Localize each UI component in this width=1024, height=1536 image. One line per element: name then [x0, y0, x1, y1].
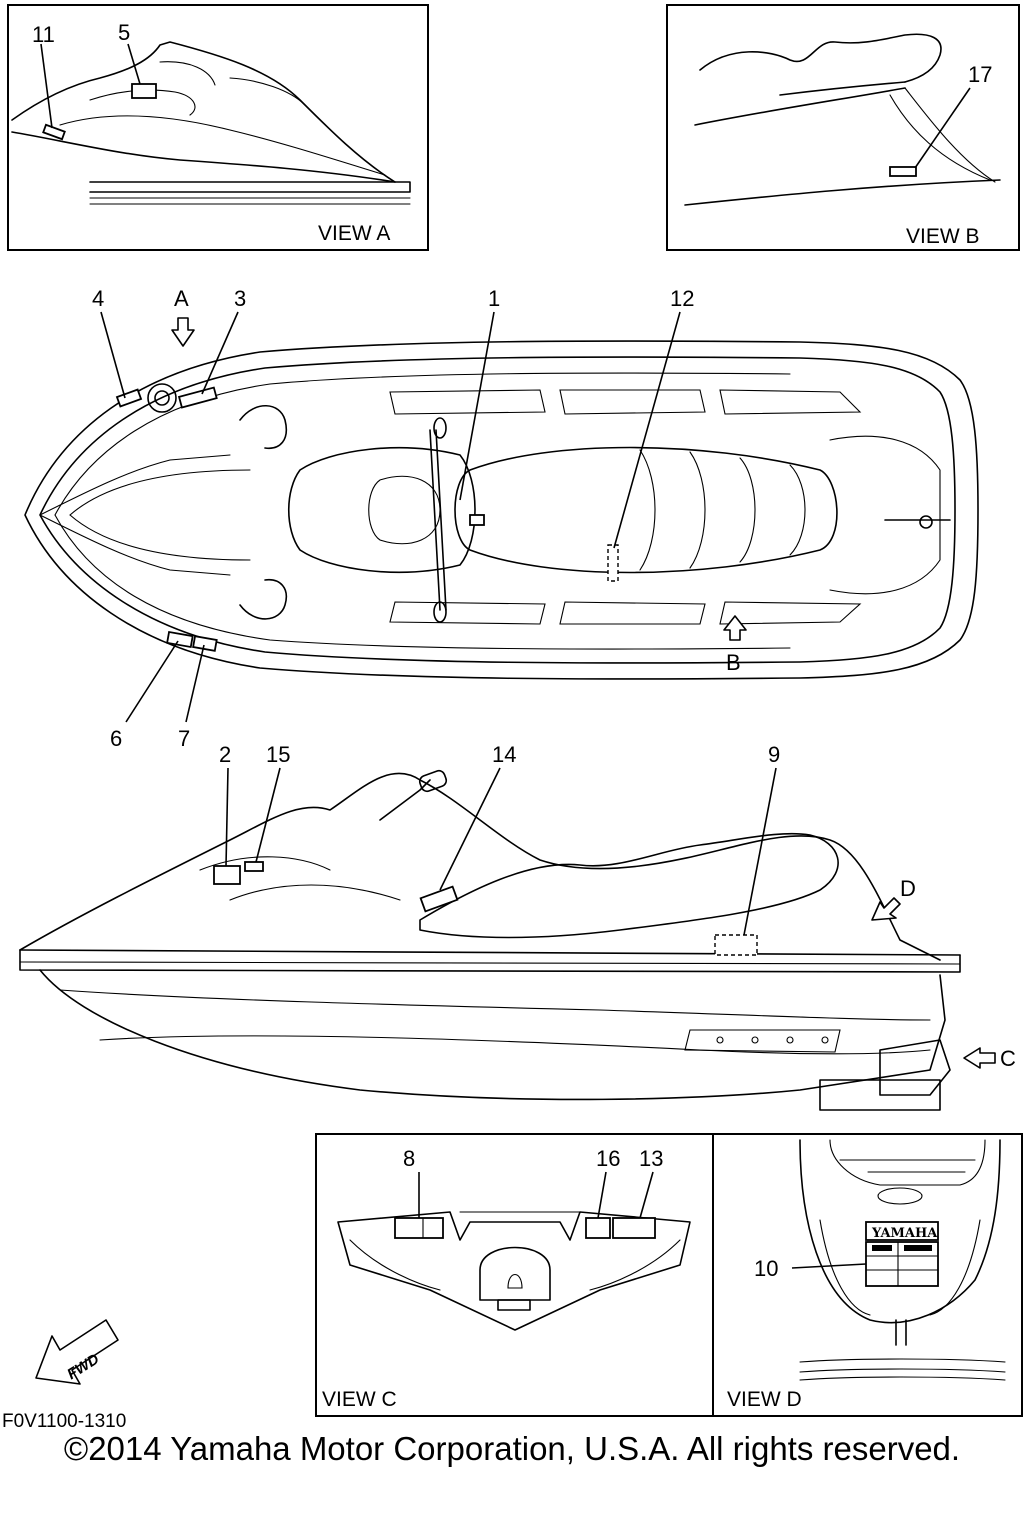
callout-13: 13: [639, 1146, 663, 1171]
view-d-panel: YAMAHA 10 VIEW D: [727, 1139, 1006, 1411]
brand-mark: YAMAHA: [871, 1226, 938, 1241]
label-4-marker: [115, 388, 143, 408]
view-cd-frame: [315, 1133, 1023, 1417]
view-arrow-b-label: B: [726, 650, 741, 675]
label-6-marker: [166, 630, 194, 649]
fwd-direction-icon: FWD: [35, 1319, 119, 1385]
label-12-marker: [607, 544, 619, 582]
callout-8: 8: [403, 1146, 415, 1171]
label-17-marker: [889, 166, 917, 177]
label-8-marker: [394, 1217, 444, 1239]
label-15-marker: [244, 861, 264, 872]
callout-7: 7: [178, 726, 190, 751]
copyright-notice: ©2014 Yamaha Motor Corporation, U.S.A. A…: [63, 1430, 961, 1467]
label-5-marker: [131, 83, 157, 99]
label-14-marker: [419, 885, 459, 913]
view-b-panel: 17 VIEW B: [666, 4, 1020, 251]
view-c-panel: 8 16 13 VIEW C: [315, 1133, 1023, 1417]
callout-14: 14: [492, 742, 516, 767]
view-a-panel: 11 5 VIEW A: [7, 4, 429, 251]
view-b-title: VIEW B: [906, 225, 980, 248]
callout-10: 10: [754, 1256, 778, 1281]
brand-mark-box: [865, 1221, 939, 1241]
view-arrow-a-label: A: [174, 286, 189, 311]
view-arrow-d-label: D: [900, 876, 916, 901]
view-arrow-d-icon: [871, 897, 901, 921]
top-view: 4 3 1 12 6 7 A B: [24, 286, 979, 751]
callout-9: 9: [768, 742, 780, 767]
view-arrow-b-icon: [723, 615, 747, 641]
view-arrow-c-label: C: [1000, 1046, 1016, 1071]
view-d-title: VIEW D: [727, 1388, 802, 1411]
view-arrow-a-icon: [171, 317, 195, 347]
callout-12: 12: [670, 286, 694, 311]
view-b-frame: [666, 4, 1020, 251]
label-2-marker: [213, 865, 241, 885]
callout-16: 16: [596, 1146, 620, 1171]
callout-11: 11: [32, 22, 55, 47]
drawing-code: F0V1100-1310: [2, 1411, 126, 1432]
side-view: 2 15 14 9 D C: [19, 742, 1016, 1111]
label-3-marker: [177, 386, 218, 409]
callout-6: 6: [110, 726, 122, 751]
label-16-marker: [585, 1217, 611, 1239]
label-11-marker: [42, 123, 66, 141]
view-a-title: VIEW A: [318, 222, 390, 245]
callout-1: 1: [488, 286, 500, 311]
callout-17: 17: [968, 62, 992, 87]
label-1-marker: [469, 514, 485, 526]
label-13-marker: [612, 1217, 656, 1239]
callout-4: 4: [92, 286, 104, 311]
callout-15: 15: [266, 742, 290, 767]
label-9-marker: [714, 934, 758, 956]
callout-5: 5: [118, 20, 130, 45]
view-a-frame: [7, 4, 429, 251]
view-c-title: VIEW C: [322, 1388, 397, 1411]
callout-2: 2: [219, 742, 231, 767]
callout-3: 3: [234, 286, 246, 311]
view-arrow-c-icon: [963, 1047, 996, 1069]
label-7-marker: [192, 635, 218, 652]
